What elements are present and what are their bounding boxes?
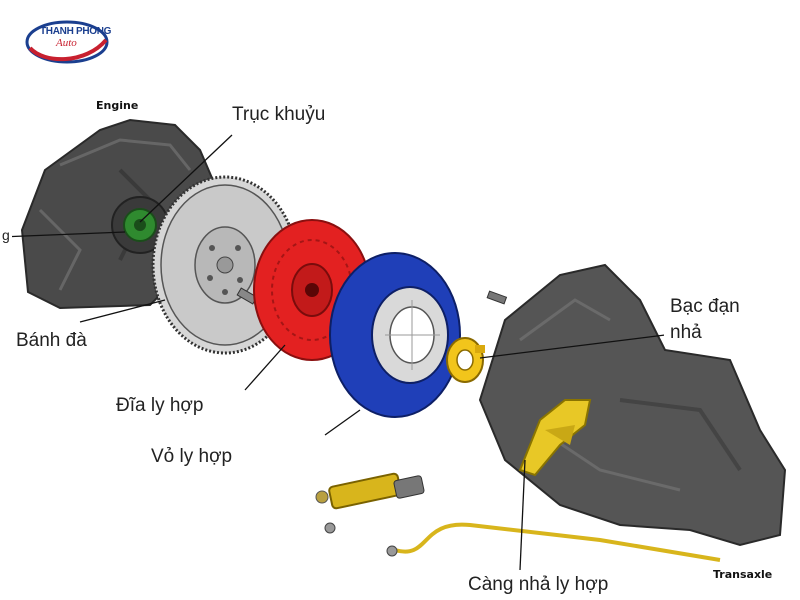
flywheel-label: Bánh đà [10, 328, 93, 354]
release-fork-label: Càng nhả ly hợp [462, 572, 615, 598]
pressure-plate [329, 252, 508, 418]
release-bearing [446, 337, 485, 383]
logo-sub: Auto [56, 37, 77, 49]
crankshaft-label: Trục khuỷu [226, 102, 378, 128]
release-fork [518, 399, 592, 477]
engine-label: Engine [96, 99, 139, 112]
brand-logo [25, 20, 109, 64]
slave-cylinder [315, 472, 721, 562]
leader-lines [0, 134, 666, 571]
transaxle-housing [478, 263, 787, 547]
pressure-plate-label: Vỏ ly hợp [145, 444, 239, 470]
cut-label: g [0, 224, 12, 246]
transaxle-label: Transaxle [713, 568, 773, 581]
release-bearing-label-line1: Bạc đạn [664, 294, 746, 320]
clutch-disc-label: Đĩa ly hợp [110, 393, 210, 419]
release-bearing-label-line2: nhả [664, 320, 708, 346]
logo-brand: THANH PHONG [40, 26, 112, 37]
